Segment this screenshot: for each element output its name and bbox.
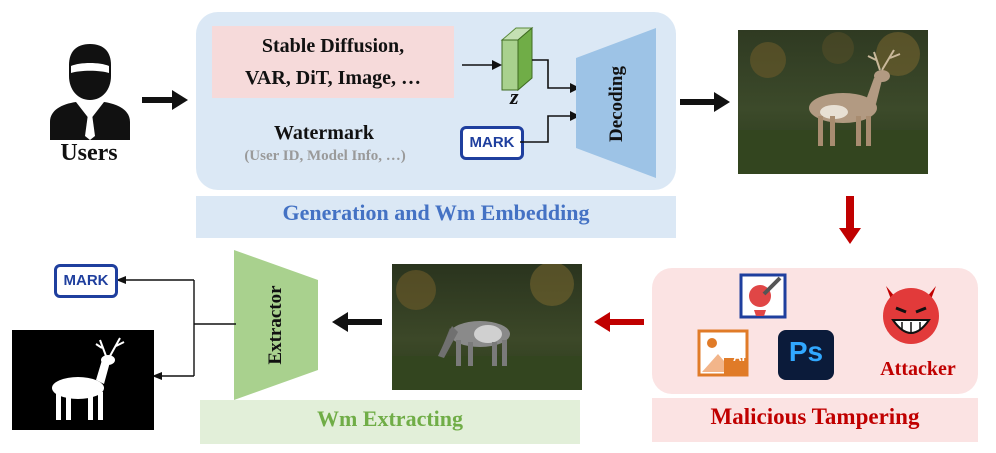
arrow-users-to-generation [142, 90, 188, 110]
generation-section-label: Generation and Wm Embedding [282, 200, 590, 225]
ai-icon-text: AI [733, 350, 745, 364]
extractor-output-arrows [116, 276, 236, 380]
arrow-image-to-tampering [839, 196, 861, 244]
attacker-label: Attacker [880, 358, 956, 380]
tamper-mask-image [12, 330, 154, 430]
tampering-label-box [652, 398, 978, 442]
models-line-1: Stable Diffusion, [261, 35, 405, 57]
latent-label: z [510, 84, 519, 109]
user-icon [50, 44, 130, 140]
arrow-tampering-to-image [594, 312, 644, 332]
photoshop-icon [778, 330, 834, 380]
arrow-decoder-to-image [680, 92, 730, 112]
extractor-shape [234, 250, 318, 400]
mark-icon: MARK [460, 126, 524, 160]
decoder-shape [576, 28, 656, 178]
users-group [40, 40, 140, 170]
arrow-models-to-latent [462, 60, 502, 70]
models-line-2: VAR, DiT, Image, … [245, 67, 421, 89]
extraction-section-label: Wm Extracting [316, 406, 464, 431]
image-edit-icon [739, 273, 787, 319]
attacker-devil-icon [883, 286, 939, 344]
users-label: Users [60, 140, 118, 166]
extraction-label-box [200, 400, 580, 444]
generation-label-box [196, 196, 676, 238]
watermark-title: Watermark [274, 122, 374, 144]
tampered-horse-image [392, 264, 582, 390]
extracted-mark-icon: MARK [54, 264, 118, 298]
generative-models-text: Stable Diffusion, VAR, DiT, Image, … [212, 30, 454, 94]
photoshop-icon-text: Ps [788, 336, 824, 367]
generated-deer-image [738, 30, 928, 174]
latent-cube-icon [500, 26, 534, 92]
extractor-label: Extractor [265, 285, 286, 365]
ai-image-icon [697, 329, 749, 377]
arrow-image-to-extractor [332, 312, 382, 332]
decoder-input-arrows [520, 59, 580, 143]
decoder-label: Decoding [606, 66, 627, 142]
tampering-section-label: Malicious Tampering [710, 404, 920, 429]
generative-models-box [212, 26, 454, 98]
watermark-subtitle: (User ID, Model Info, …) [244, 148, 406, 164]
